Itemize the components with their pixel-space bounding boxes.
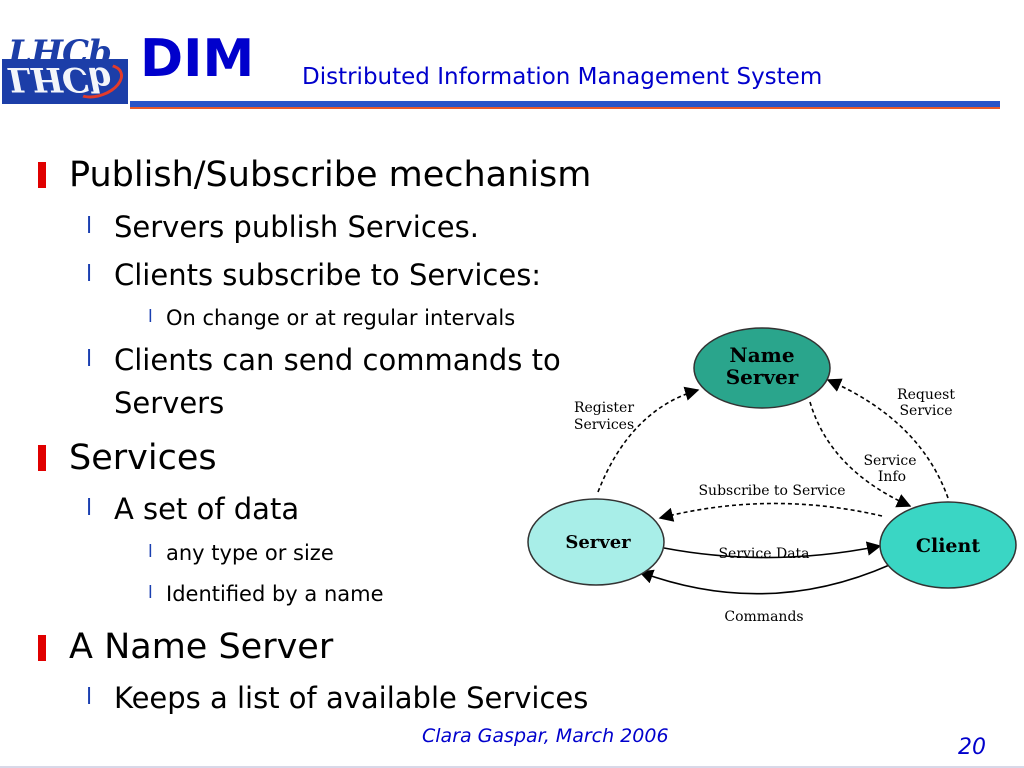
bullet-item-continuation: Servers [114,386,225,420]
edge-subscribe-to-service [658,502,883,522]
bullet-marker-level1 [38,445,46,471]
bullet-marker-level3: l [148,307,153,327]
slide-title: DIM [140,29,255,89]
edge-label-request: Request [897,387,955,403]
edge-request-service [826,378,949,499]
bullet-marker-level1 [38,162,46,188]
bullet-marker-level2: l [86,347,93,372]
bullet-item: Publish/Subscribe mechanism [69,155,592,195]
node-client [879,501,1017,589]
bullet-marker-level1 [38,635,46,661]
bullet-item: A set of data [114,492,300,526]
bullet-item: A Name Server [69,627,334,667]
edge-label-service-info-line2: Info [878,469,906,485]
edge-label-subscribe: Subscribe to Service [698,483,845,499]
bullet-marker-level2: l [86,214,93,239]
bullet-marker-level3: l [148,583,153,603]
edge-service-info [809,401,912,508]
footer-divider [0,766,1024,768]
footer-author: Clara Gaspar, March 2006 [422,725,669,747]
edge-label-commands: Commands [724,609,803,625]
node-name-server [693,327,831,409]
bullet-item: Services [69,438,217,478]
bullet-item: Clients can send commands to [114,343,561,377]
node-client-label: Client [916,535,980,557]
slide-subtitle: Distributed Information Management Syste… [302,64,823,90]
bullet-marker-level2: l [86,685,93,710]
edge-label-register: Register [574,400,634,416]
title-underline [130,101,1000,107]
bullet-marker-level2: l [86,262,93,287]
bullet-item: On change or at regular intervals [166,306,516,330]
edge-service-data [663,541,882,559]
bullet-item: Clients subscribe to Services: [114,258,542,292]
title-underline-accent [130,107,1000,109]
bullet-item: any type or size [166,541,334,565]
edge-commands [638,561,897,595]
bullet-item: Keeps a list of available Services [114,681,589,715]
edge-label-register-line2: Services [574,417,634,433]
dim-architecture-diagram: Name Server Server Client Register Servi… [527,327,1017,625]
bullet-item: Servers publish Services. [114,210,479,244]
node-server [527,498,665,586]
edge-label-service-data: Service Data [718,546,809,562]
edge-label-service-info: Service [863,453,916,469]
bullet-marker-level3: l [148,542,153,562]
edge-register-services [597,386,700,493]
bullet-marker-level2: l [86,496,93,521]
node-name-server-label-line2: Server [726,365,799,389]
lhcb-logo: LHCb LHCb [2,13,128,104]
logo-text: LHCb [8,33,112,73]
page-number: 20 [958,735,986,760]
node-server-label: Server [565,532,631,553]
edge-label-request-line2: Service [899,403,952,419]
bullet-item: Identified by a name [166,582,384,606]
node-name-server-label: Name [729,343,794,367]
